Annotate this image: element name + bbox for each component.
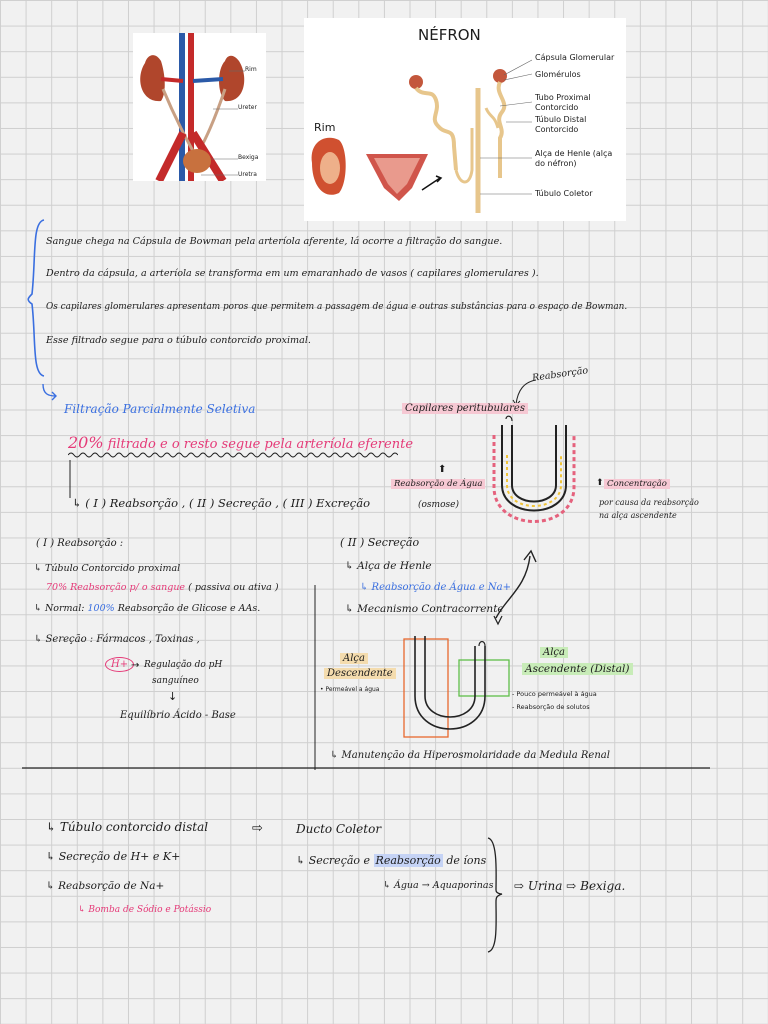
asc-note-2: - Reabsorção de solutos	[512, 703, 590, 711]
asc-label-1: Alça	[540, 647, 568, 658]
hplus-circled: H+	[105, 657, 135, 672]
curved-arrow-up-icon	[493, 549, 537, 626]
ph-line-1: Regulação do pH	[144, 660, 223, 670]
sec-reab-suffix: de íons	[446, 854, 487, 867]
reabsorcao-title: ( I ) Reabsorção :	[36, 538, 124, 549]
bottom-agua: ↳ Água → Aquaporinas	[383, 880, 494, 891]
reab-l2: 70% Reabsorção p/ o sangue ( passiva ou …	[46, 582, 279, 593]
reab-l3-label: ↳ Normal:	[34, 603, 85, 614]
branch-line	[69, 460, 71, 498]
reab-l4: ↳ Sereção : Fármacos , Toxinas ,	[34, 634, 200, 645]
secrecao-title: ( II ) Secreção	[340, 536, 420, 549]
up-arrow-icon: ⬆	[438, 464, 447, 475]
intro-line-1: Sangue chega na Cápsula de Bowman pela a…	[46, 236, 503, 247]
bottom-secrecao-hk: ↳ Secreção de H+ e K+	[46, 850, 181, 863]
label-capsula: Cápsula Glomerular	[535, 53, 615, 62]
concentracao-label: Concentração	[604, 479, 670, 489]
brace-intro	[27, 219, 45, 377]
reab-l2-text: Reabsorção p/ o sangue	[70, 582, 186, 593]
arrow-1-icon: ⇨	[252, 821, 263, 836]
vertical-divider	[314, 585, 316, 770]
filtration-fraction: 20%	[68, 433, 104, 452]
nephron-figure: NÉFRON Rim Cápsula Glomerular Glomérulos…	[304, 18, 626, 221]
reab-l2-pct: 70%	[46, 582, 68, 593]
sec-mecanismo: ↳ Mecanismo Contracorrente	[345, 603, 504, 615]
sec-reab-highlight: Reabsorção	[373, 854, 443, 867]
label-uretra: Uretra	[238, 171, 257, 178]
label-bexiga: Bexiga	[238, 154, 259, 161]
label-tubulo-distal: Túbulo Distal Contorcido	[535, 115, 587, 134]
label-ureter: Ureter	[238, 104, 257, 111]
desc-label-1: Alça	[340, 653, 368, 664]
ph-line-2: sanguíneo	[152, 676, 199, 686]
bottom-distal: ↳ Túbulo contorcido distal	[46, 820, 209, 834]
intro-line-2: Dentro da cápsula, a arteríola se transf…	[46, 268, 539, 279]
equilibrio: Equilíbrio Ácido - Base	[120, 710, 236, 721]
label-rim: Rim	[245, 66, 257, 73]
desc-note: • Permeável a água	[320, 686, 380, 693]
bottom-ducto: Ducto Coletor	[296, 822, 382, 836]
up-arrow-icon-2: ⬆	[596, 478, 604, 488]
label-tubulo-coletor: Túbulo Coletor	[535, 189, 593, 198]
brace-right	[487, 837, 503, 953]
desc-label-2: Descendente	[324, 668, 396, 679]
reab-l3-pct: 100%	[87, 603, 115, 614]
countercurrent-diagram	[403, 636, 510, 738]
sec-reab-prefix: ↳ Secreção e	[296, 854, 371, 867]
sec-reab-agua-na: ↳ Reabsorção de Água e Na+	[360, 582, 511, 593]
reab-l3: ↳ Normal: 100% Reabsorção de Glicose e A…	[34, 603, 260, 614]
label-tubo-proximal: Tubo Proximal Contorcido	[535, 93, 591, 112]
down-arrow-icon: ↓	[168, 690, 178, 703]
bottom-sec-reab: ↳ Secreção e Reabsorção de íons	[296, 854, 486, 867]
label-glomerulos: Glomérulos	[535, 70, 581, 79]
nephron-title: NÉFRON	[418, 26, 481, 44]
label-alca-henle: Alça de Henle (alça do néfron)	[535, 149, 613, 168]
filtration-rest: filtrado e o resto segue pela arteríola …	[107, 437, 414, 452]
bottom-bomba: ↳ Bomba de Sódio e Potássio	[78, 905, 212, 915]
bottom-urina: ⇨ Urina ⇨ Bexiga.	[514, 879, 626, 893]
filtration-title: Filtração Parcialmente Seletiva	[64, 402, 256, 416]
arrow-icon	[42, 383, 57, 401]
nephron-rim-label: Rim	[314, 121, 336, 134]
sec-alca: ↳ Alça de Henle	[345, 560, 432, 572]
urinary-system-figure: Rim Ureter Bexiga Uretra	[133, 33, 266, 184]
bottom-reab-na: ↳ Reabsorção de Na+	[46, 880, 165, 892]
manutencao: ↳ Manutenção da Hiperosmolaridade da Med…	[330, 750, 610, 761]
reab-l2-tail: ( passiva ou ativa )	[188, 582, 279, 593]
horizontal-divider	[22, 767, 710, 769]
squiggle-underline	[68, 452, 398, 458]
asc-note-1: - Pouco permeável à água	[512, 690, 597, 698]
intro-line-3: Os capilares glomerulares apresentam por…	[46, 302, 628, 312]
loop-of-henle-diagram	[492, 415, 576, 523]
reab-agua-label: Reabsorção de Água	[391, 479, 486, 489]
concentracao-note-1: por causa da reabsorção	[599, 498, 699, 507]
reab-l3-tail: Reabsorção de Glicose e AAs.	[117, 603, 261, 614]
reab-l1: ↳ Túbulo Contorcido proximal	[34, 563, 181, 574]
asc-label-2: Ascendente (Distal)	[522, 663, 633, 675]
concentracao-note-2: na alça ascendente	[599, 511, 677, 520]
filtration-steps: ↳ ( I ) Reabsorção , ( II ) Secreção , (…	[72, 496, 371, 510]
osmose-label: (osmose)	[418, 500, 459, 510]
filtration-line: 20% filtrado e o resto segue pela arterí…	[68, 433, 413, 452]
intro-line-4: Esse filtrado segue para o túbulo contor…	[46, 335, 311, 346]
capilares-label: Capilares peritubulares	[402, 403, 528, 414]
right-arrow-icon: →	[131, 660, 140, 671]
